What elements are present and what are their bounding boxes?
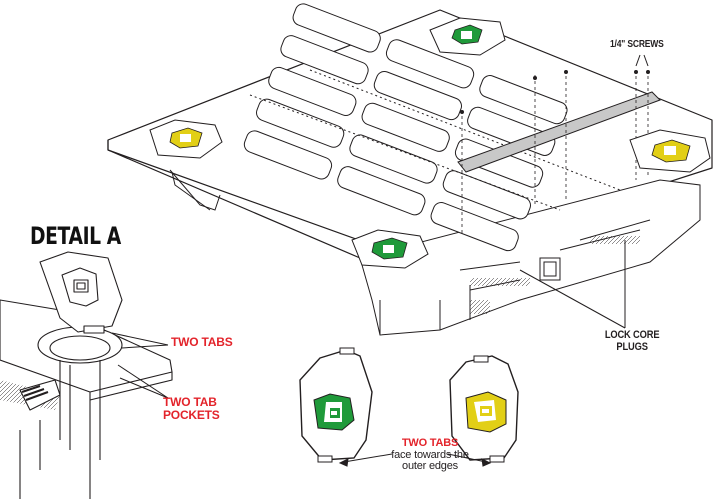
face-towards-line1: face towards the (391, 448, 469, 461)
two-tab-pockets-line1: TWO TAB (163, 395, 217, 409)
lock-core-line2: PLUGS (616, 340, 648, 353)
lock-core-line1: LOCK CORE (604, 329, 660, 341)
two-tab-pockets-line2: POCKETS (163, 407, 220, 422)
green-lid-icon (299, 347, 373, 463)
bottom-tab-arrows (338, 453, 492, 467)
screws-label: 1/4" SCREWS (610, 39, 664, 50)
yellow-lid-icon (449, 355, 519, 463)
detail-a-leaders (111, 332, 169, 399)
lock-core-leaders (519, 240, 626, 329)
deck-lid-top (429, 17, 506, 56)
two-tab-pockets-label: TWO TAB POCKETS (163, 396, 220, 421)
detail-a-title: DETAIL A (30, 222, 121, 250)
lock-core-plugs-label: LOCK CORE PLUGS (604, 329, 660, 353)
detail-a-illustration (0, 251, 173, 499)
two-tabs-bottom-label: TWO TABS (401, 437, 459, 449)
two-tabs-detail-label: TWO TABS (171, 335, 233, 349)
deck-lid-left (149, 119, 223, 159)
deck-lid-right (629, 129, 711, 173)
deck-panels (243, 3, 621, 252)
screw-bar (457, 70, 661, 235)
drawer-body (169, 169, 701, 336)
screws-leader (635, 54, 649, 67)
bottom-note: TWO TABS face towards the outer edges (360, 437, 500, 473)
deck-lid-front (351, 229, 429, 269)
face-towards-line2: outer edges (402, 460, 458, 473)
